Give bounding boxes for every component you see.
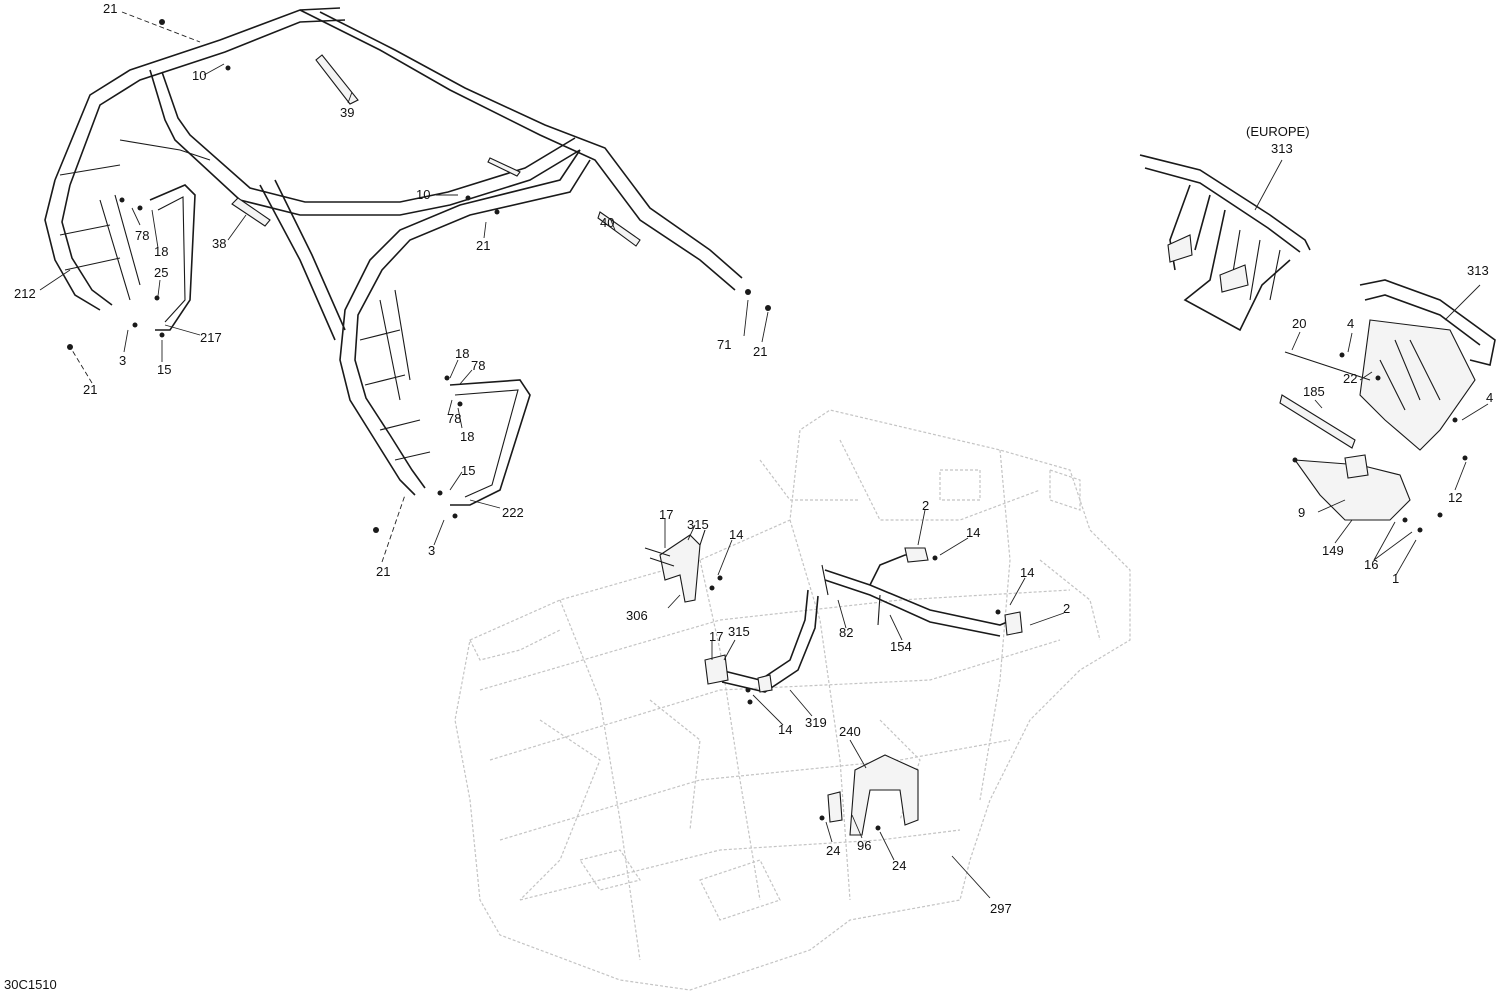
- callout-c18: 18: [455, 346, 469, 361]
- callout-c27: 315: [687, 517, 709, 532]
- callout-c45: 313: [1271, 141, 1293, 156]
- callout-c29: 306: [626, 608, 648, 623]
- callout-c26: 17: [659, 507, 673, 522]
- callout-c20: 78: [447, 411, 461, 426]
- callout-c22: 15: [461, 463, 475, 478]
- callout-c37: 2: [1063, 601, 1070, 616]
- callout-c11: 212: [14, 286, 36, 301]
- callout-c7: 40: [600, 215, 614, 230]
- callout-c25: 21: [376, 564, 390, 579]
- diagram-code: 30C1510: [4, 977, 57, 992]
- callout-c19: 78: [471, 358, 485, 373]
- callout-c14: 15: [157, 362, 171, 377]
- region-note: (EUROPE): [1246, 124, 1310, 139]
- callout-c32: 14: [778, 722, 792, 737]
- callout-c54: 149: [1322, 543, 1344, 558]
- trim-39: [315, 54, 359, 105]
- callout-c41: 24: [826, 843, 840, 858]
- callout-c51: 4: [1486, 390, 1493, 405]
- callout-c43: 24: [892, 858, 906, 873]
- callout-c35: 14: [966, 525, 980, 540]
- callout-c48: 4: [1347, 316, 1354, 331]
- callout-c2: 10: [192, 68, 206, 83]
- callout-c33: 319: [805, 715, 827, 730]
- trim-40: [597, 211, 641, 247]
- callout-c4: 10: [416, 187, 430, 202]
- callout-c1: 21: [103, 1, 117, 16]
- callout-c42: 96: [857, 838, 871, 853]
- callout-c9: 18: [154, 244, 168, 259]
- callout-c16: 71: [717, 337, 731, 352]
- callout-c34: 2: [922, 498, 929, 513]
- callout-c40: 240: [839, 724, 861, 739]
- callout-c30: 17: [709, 629, 723, 644]
- callout-c31: 315: [728, 624, 750, 639]
- callout-labels: 21 10 39 10 21 38 40 78 18 25 212 217 3 …: [14, 1, 1493, 916]
- center-brackets: [644, 529, 1023, 836]
- europe-bumper: [1139, 154, 1496, 533]
- callout-c24: 3: [428, 543, 435, 558]
- callout-c55: 16: [1364, 557, 1378, 572]
- callout-c10: 25: [154, 265, 168, 280]
- callout-c53: 9: [1298, 505, 1305, 520]
- trim-38: [231, 197, 271, 227]
- callout-c46: 313: [1467, 263, 1489, 278]
- callout-c13: 3: [119, 353, 126, 368]
- callout-c50: 185: [1303, 384, 1325, 399]
- callout-c5: 21: [476, 238, 490, 253]
- callout-c3: 39: [340, 105, 354, 120]
- callout-c49: 22: [1343, 371, 1357, 386]
- callout-c44: 297: [990, 901, 1012, 916]
- callout-c52: 12: [1448, 490, 1462, 505]
- roll-cage: [44, 7, 743, 496]
- callout-c8: 78: [135, 228, 149, 243]
- callout-c28: 14: [729, 527, 743, 542]
- callout-c36: 14: [1020, 565, 1034, 580]
- cage-small-parts: [67, 19, 771, 533]
- callout-c56: 1: [1392, 571, 1399, 586]
- callout-c17: 21: [753, 344, 767, 359]
- callout-c21: 18: [460, 429, 474, 444]
- callout-c12: 217: [200, 330, 222, 345]
- callout-c23: 222: [502, 505, 524, 520]
- chassis-frame-ghost: [454, 409, 1131, 991]
- callout-c15: 21: [83, 382, 97, 397]
- callout-c38: 82: [839, 625, 853, 640]
- callout-c39: 154: [890, 639, 912, 654]
- leader-lines: [39, 11, 1489, 899]
- callout-c6: 38: [212, 236, 226, 251]
- callout-c47: 20: [1292, 316, 1306, 331]
- trim-small: [487, 157, 521, 177]
